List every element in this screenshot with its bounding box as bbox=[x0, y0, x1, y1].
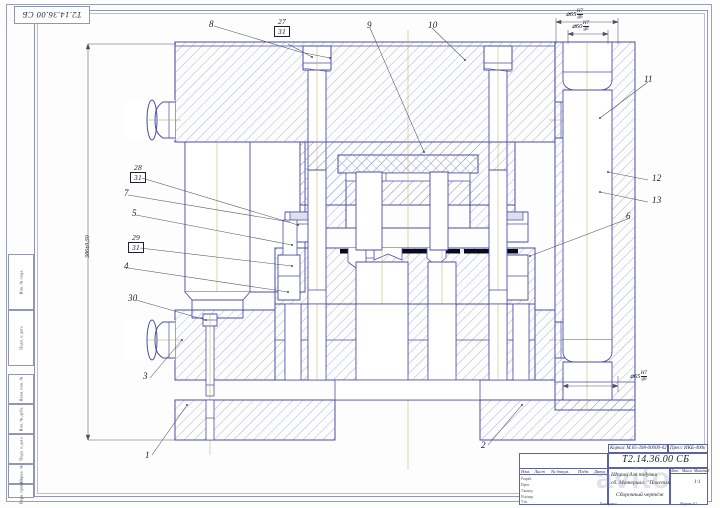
sheet-border-inner bbox=[34, 10, 708, 497]
dim-bot-65-tol-lower: g6 bbox=[640, 376, 648, 383]
title-note-left-text: Коркас М.05-398-00000-02 bbox=[610, 446, 667, 451]
title-doc-type: Сборочный чертёж bbox=[616, 492, 664, 498]
rev-col-list: Лист bbox=[534, 469, 545, 474]
dim-top-60-tol-lower: g6 bbox=[582, 26, 590, 33]
balloon-27-31-top: 27 bbox=[278, 17, 286, 26]
tb-row-razrab: Разраб. bbox=[521, 477, 533, 481]
sheet-border-outer bbox=[6, 4, 712, 502]
title-footer-right: Формат А1 bbox=[680, 502, 697, 506]
margin-box-4: Подп. и дата bbox=[8, 434, 34, 464]
dim-top-65-tol-upper: H7 bbox=[576, 9, 584, 14]
balloon-7: 7 bbox=[124, 188, 129, 198]
dimension-top-65-value: ⌀65 bbox=[566, 11, 577, 19]
balloon-12: 12 bbox=[652, 173, 662, 183]
balloon-11: 11 bbox=[644, 74, 653, 84]
balloon-13: 13 bbox=[652, 195, 662, 205]
balloon-29-31-top: 29 bbox=[132, 233, 140, 242]
revision-header-row bbox=[519, 468, 608, 475]
title-stage-cell bbox=[670, 468, 708, 505]
margin-box-3: Инв. № дубл. bbox=[8, 404, 34, 434]
margin-box-0: Инв. № подл. bbox=[8, 254, 34, 310]
balloon-2: 2 bbox=[481, 440, 486, 450]
margin-box-5: Справ. № bbox=[8, 464, 34, 484]
title-name-cell bbox=[608, 468, 670, 505]
balloon-8: 8 bbox=[209, 19, 214, 29]
tb-row-nkontr: Н.контр. bbox=[521, 495, 535, 499]
balloon-10: 10 bbox=[428, 20, 438, 30]
dimension-bottom-65-value: ⌀65 bbox=[630, 373, 641, 381]
balloon-6: 6 bbox=[626, 211, 631, 221]
title-note-left-cell bbox=[608, 444, 668, 453]
title-name-line-1: Шприц для подувки bbox=[611, 472, 658, 478]
title-footer-left: Копировал bbox=[600, 502, 617, 506]
title-note-right-text: Пресс ИКБ-400к bbox=[670, 446, 706, 451]
revision-grid bbox=[519, 453, 608, 505]
title-designation-text: Т2.14.36.00 СБ bbox=[622, 454, 690, 465]
balloon-28-31-bottom: 31 bbox=[130, 172, 146, 183]
balloon-3: 3 bbox=[143, 371, 148, 381]
rev-col-data: Дата bbox=[594, 469, 605, 474]
balloon-27-31: 27 31 bbox=[274, 17, 290, 37]
stage-col-lit: Лит. bbox=[671, 469, 679, 473]
balloon-29-31-bottom: 31 bbox=[128, 242, 144, 253]
tb-row-tkontr: Т.контр. bbox=[521, 489, 534, 493]
balloon-28-31-top: 28 bbox=[134, 163, 142, 172]
margin-box-6: Перв. примен. bbox=[8, 478, 34, 504]
dim-top-65-tol-lower: g6 bbox=[576, 14, 584, 21]
dimension-top-60-value: ⌀60 bbox=[572, 23, 583, 31]
rev-col-docum: № докум. bbox=[551, 469, 570, 474]
tb-row-prov: Пров. bbox=[521, 483, 530, 487]
title-stage-header-row bbox=[670, 468, 708, 474]
title-designation-cell bbox=[608, 453, 708, 468]
balloon-4: 4 bbox=[124, 261, 129, 271]
margin-box-1: Подп. и дата bbox=[8, 310, 34, 366]
corner-designation-box: Т2.14.36.00 СБ bbox=[14, 6, 90, 24]
dim-bot-65-tol-upper: H7 bbox=[640, 371, 648, 376]
balloon-28-31: 28 31 bbox=[130, 163, 146, 183]
balloon-27-31-bottom: 31 bbox=[274, 26, 290, 37]
tb-row-utv: Утв. bbox=[521, 500, 528, 504]
sheet-border-inner-2 bbox=[37, 13, 705, 494]
rev-col-izm: Изм. bbox=[521, 469, 531, 474]
balloon-9: 9 bbox=[367, 20, 372, 30]
dim-top-60-tol-upper: H7 bbox=[582, 21, 590, 26]
stage-col-scale: Масштаб bbox=[694, 469, 710, 473]
balloon-29-31: 29 31 bbox=[128, 233, 144, 253]
balloon-5: 5 bbox=[132, 208, 137, 218]
dimension-overall-height: 386±0,50 bbox=[85, 235, 91, 258]
title-note-right-cell bbox=[668, 444, 708, 453]
balloon-30: 30 bbox=[128, 293, 138, 303]
rev-col-podp: Подп. bbox=[578, 469, 590, 474]
balloon-1: 1 bbox=[145, 450, 150, 460]
margin-box-2: Взам. инв. № bbox=[8, 374, 34, 404]
stage-col-mass: Масса bbox=[682, 469, 692, 473]
title-name-line-2: сб. Материал: "Пластмасс" bbox=[611, 480, 679, 486]
title-scale-value: 1:1 bbox=[694, 480, 701, 485]
